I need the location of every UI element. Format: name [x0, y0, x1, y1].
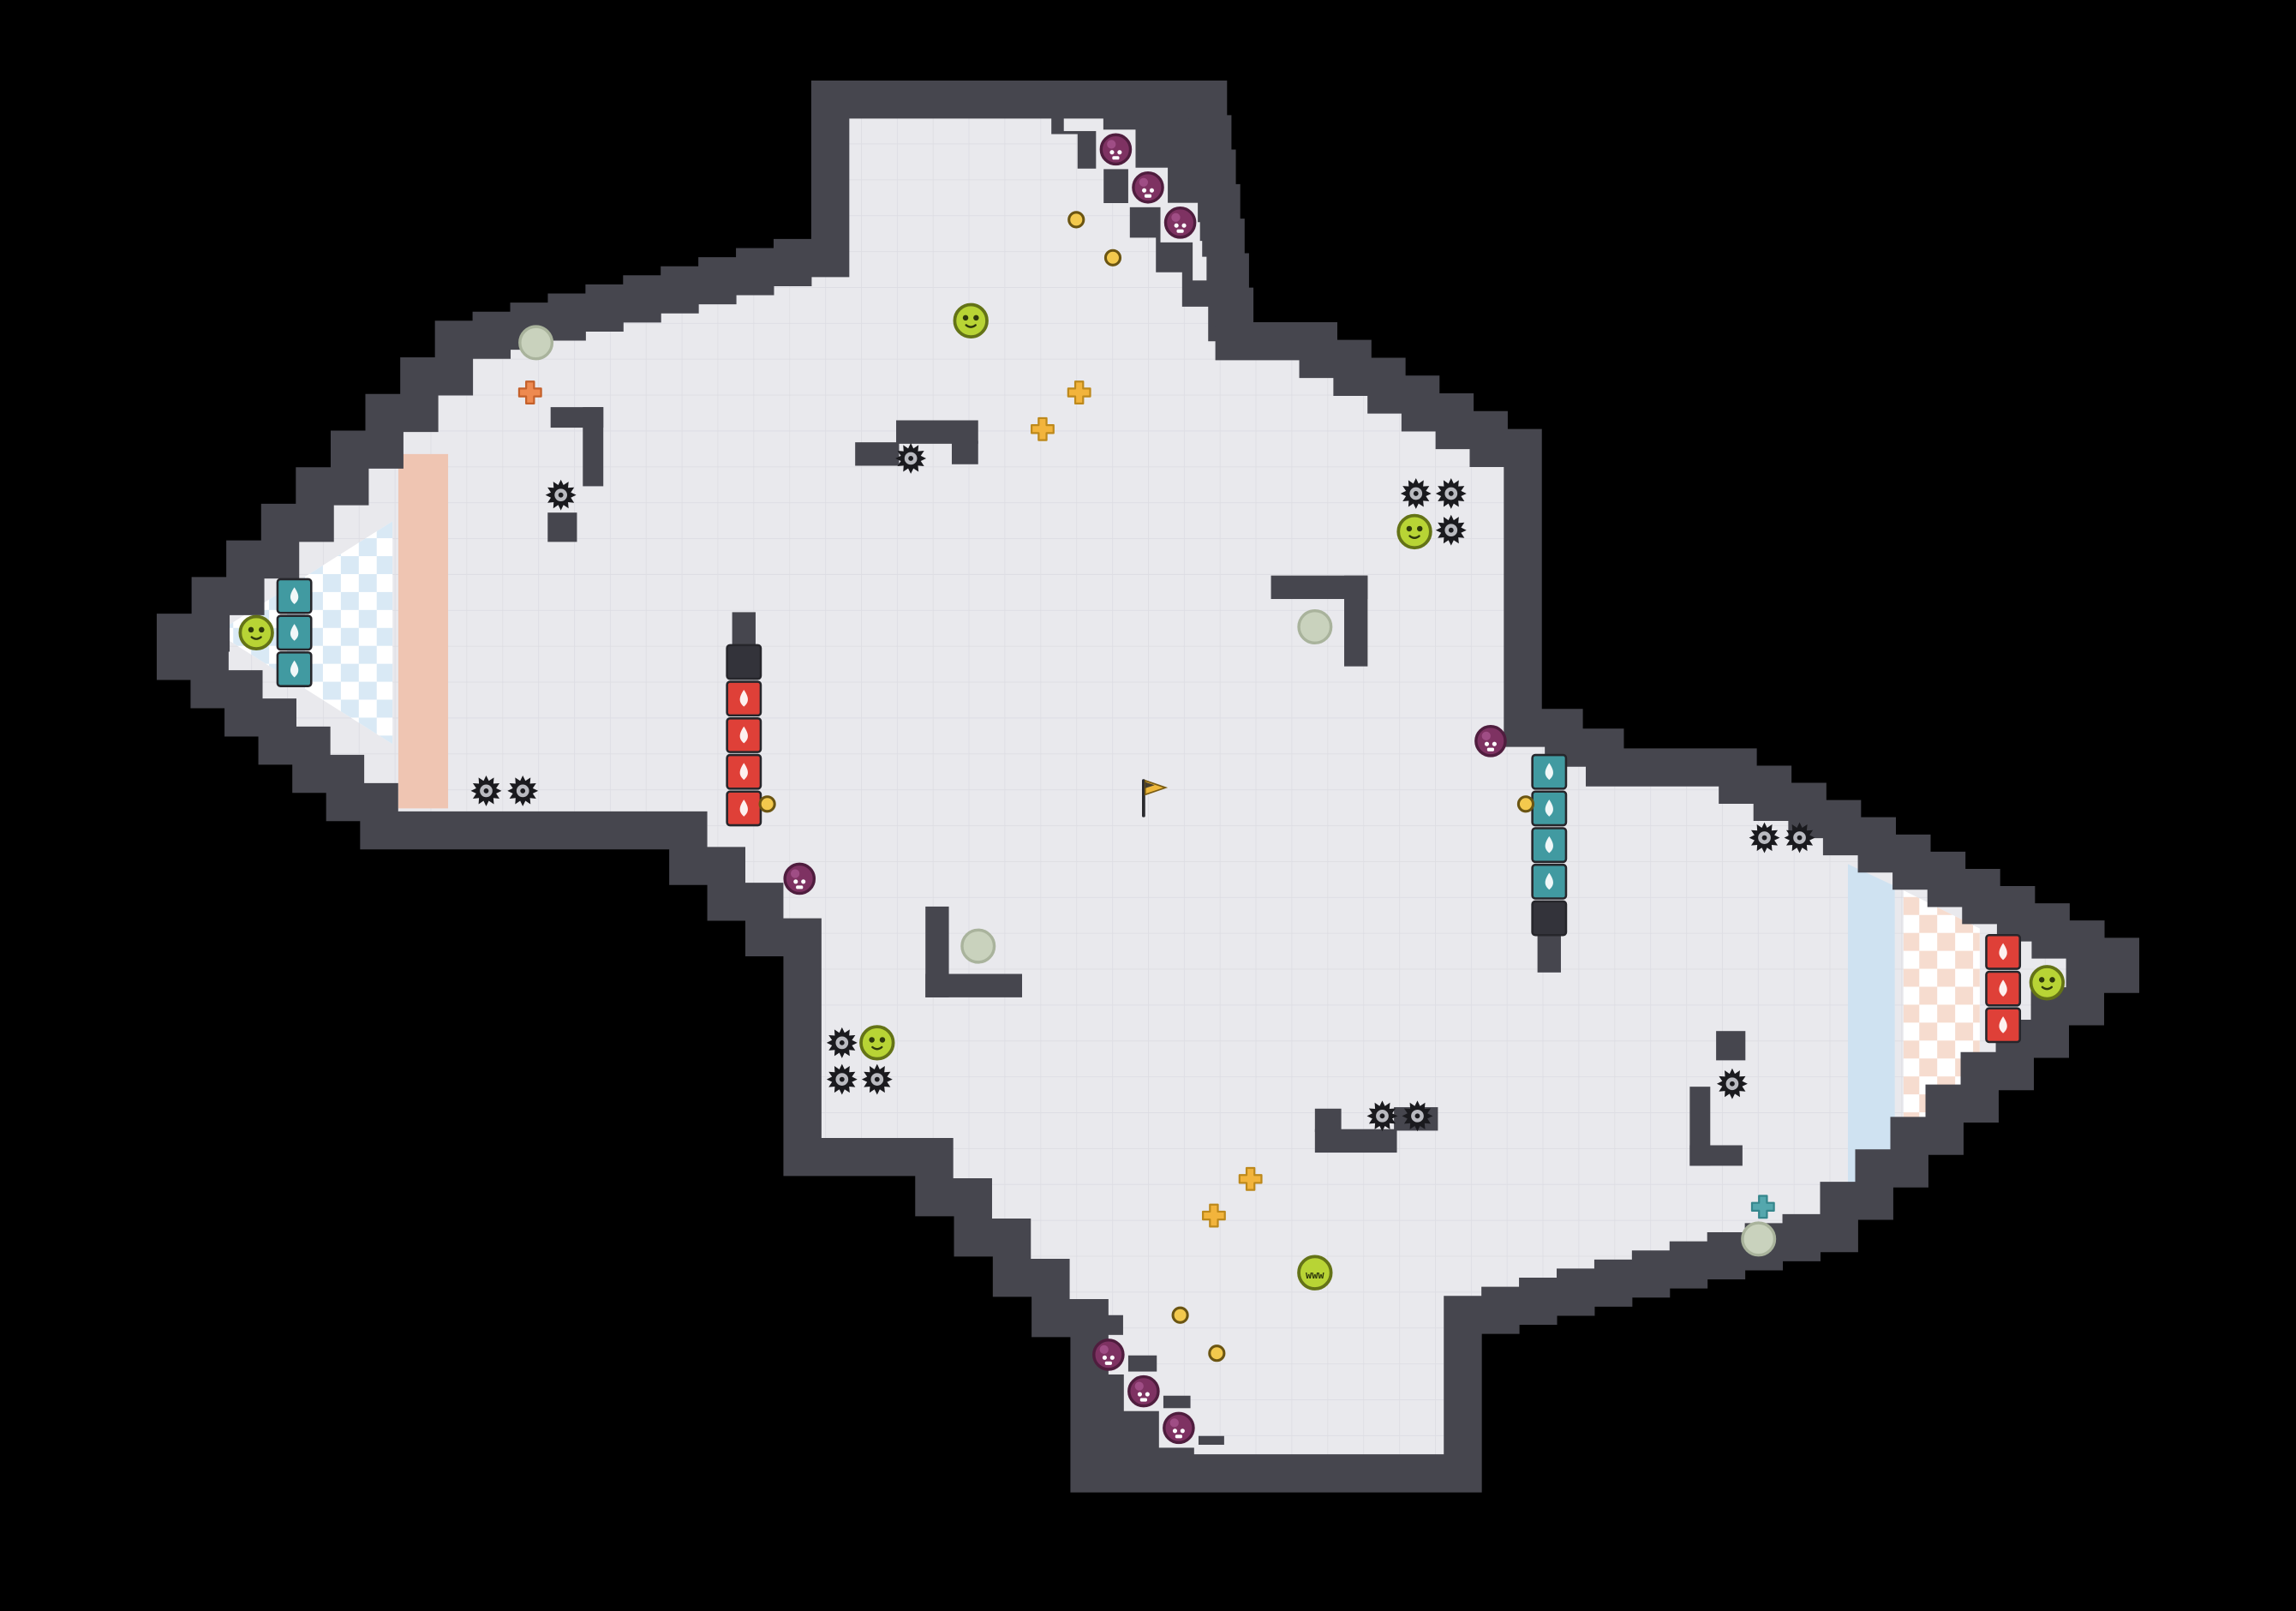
interior-wall [1314, 1108, 1342, 1133]
map-wall-outline [156, 81, 2140, 1493]
ghost-blob [518, 325, 554, 361]
ghost-blob [1741, 1221, 1777, 1257]
player-blob [953, 302, 989, 338]
spike-hazard-icon [1749, 822, 1780, 853]
spike-hazard-icon [507, 775, 539, 806]
coin-icon [1516, 795, 1535, 813]
spike-hazard-icon [895, 443, 927, 474]
spike-hazard-icon [826, 1027, 858, 1058]
block-mark-icon [290, 660, 299, 678]
right-base-accent-strip [1847, 864, 1895, 1199]
interior-wall [1537, 934, 1561, 973]
teal-block [276, 578, 313, 614]
bomb-orb-icon [1099, 133, 1133, 166]
block-mark-icon [1545, 800, 1553, 817]
spike-hazard-icon [1366, 1100, 1398, 1132]
red-block [726, 753, 762, 790]
block-mark-icon [1545, 835, 1553, 853]
teal-plus-pickup-icon [1750, 1195, 1775, 1219]
coin-icon [1067, 211, 1085, 229]
player-blob [1396, 513, 1432, 550]
coin-icon [758, 795, 776, 813]
spike-hazard-icon [1784, 822, 1815, 853]
red-block [726, 790, 762, 827]
spike-hazard-icon [545, 479, 577, 511]
teal-block [1531, 863, 1568, 900]
teal-block [1531, 790, 1568, 827]
interior-wall [1716, 1031, 1746, 1061]
block-mark-icon [739, 689, 748, 707]
block-mark-icon [739, 763, 748, 781]
orange-plus-pickup-icon [517, 380, 542, 404]
spike-hazard-icon [861, 1063, 893, 1095]
interior-wall [583, 407, 604, 487]
gold-plus-pickup-icon [1201, 1203, 1226, 1228]
player-blob: www [1297, 1255, 1333, 1291]
red-block [726, 717, 762, 753]
bomb-orb-icon [783, 862, 816, 895]
left-base-accent-strip [398, 453, 449, 809]
bomb-orb-icon [1127, 1374, 1160, 1408]
interior-wall [855, 442, 900, 466]
spike-hazard-icon [1402, 1100, 1433, 1132]
interior-wall [896, 420, 978, 444]
player-blob [859, 1025, 895, 1061]
player-blob [2029, 965, 2066, 1001]
red-block [1985, 1007, 2022, 1044]
dark-block [1531, 900, 1568, 937]
interior-wall [1689, 1145, 1743, 1166]
gold-plus-pickup-icon [1238, 1166, 1263, 1191]
block-mark-icon [1545, 872, 1553, 890]
spike-hazard-icon [1716, 1068, 1748, 1099]
interior-wall [951, 440, 978, 464]
spike-hazard-icon [470, 775, 502, 806]
block-mark-icon [739, 726, 748, 744]
block-mark-icon [739, 800, 748, 817]
interior-wall [1344, 575, 1368, 667]
spike-hazard-icon [1435, 478, 1467, 509]
teal-block [1531, 753, 1568, 790]
coin-icon [1103, 249, 1122, 267]
red-block [1985, 970, 2022, 1007]
spike-hazard-icon [1400, 478, 1432, 509]
interior-wall [547, 512, 577, 542]
bomb-orb-icon [1163, 206, 1197, 239]
gold-plus-pickup-icon [1067, 380, 1091, 404]
player-blob [238, 614, 274, 651]
red-block [726, 680, 762, 717]
spike-hazard-icon [1435, 514, 1467, 546]
interior-wall [1314, 1129, 1397, 1153]
bomb-orb-icon [1163, 1411, 1195, 1445]
block-mark-icon [1999, 1016, 2007, 1033]
block-mark-icon [290, 587, 299, 604]
interior-wall [925, 973, 1023, 997]
coin-icon [1171, 1306, 1189, 1324]
ghost-blob [1297, 608, 1333, 644]
teal-block [276, 614, 313, 651]
block-mark-icon [1999, 979, 2007, 997]
bomb-orb-icon [1092, 1339, 1125, 1371]
player-face-text: www [1306, 1269, 1324, 1281]
teal-block [1531, 827, 1568, 864]
bomb-orb-icon [1132, 171, 1164, 204]
dark-block [726, 644, 762, 680]
ghost-blob [960, 928, 996, 964]
block-mark-icon [290, 624, 299, 641]
red-block [1985, 933, 2022, 970]
teal-block [276, 651, 313, 687]
spike-hazard-icon [826, 1063, 858, 1095]
gold-plus-pickup-icon [1031, 416, 1055, 441]
block-mark-icon [1545, 763, 1553, 781]
block-mark-icon [1999, 943, 2007, 961]
coin-icon [1208, 1344, 1226, 1362]
bomb-orb-icon [1474, 725, 1507, 758]
flag-icon [1141, 779, 1169, 817]
